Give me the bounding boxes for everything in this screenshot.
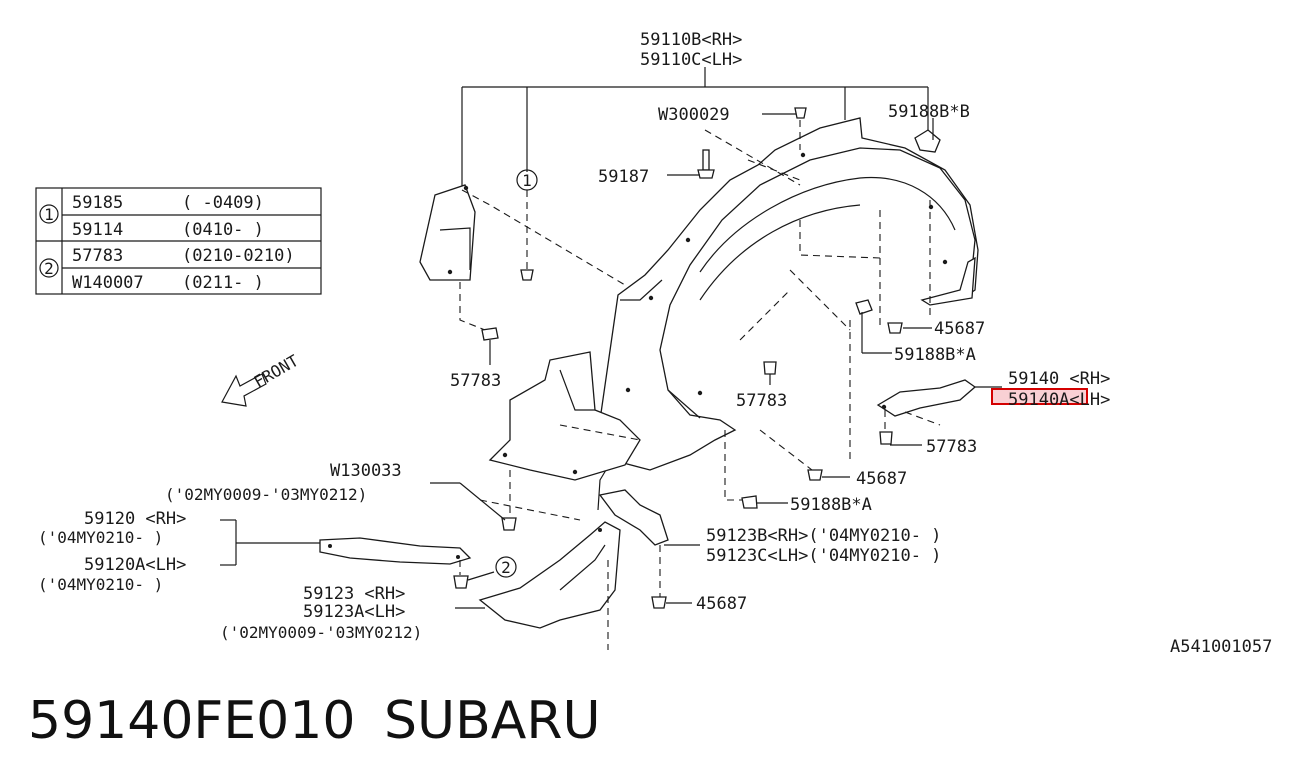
callout-59120[interactable]: 59120 <RH> (84, 509, 186, 529)
legend-marker-2: 2 (44, 259, 54, 278)
clip-w130033[interactable] (501, 517, 517, 531)
front-arrow-icon: FRONT (221, 351, 303, 407)
lower-cover-59123[interactable] (478, 521, 621, 629)
clip-w300029[interactable] (794, 107, 807, 119)
callout-59110b[interactable]: 59110B<RH> (640, 30, 742, 50)
clip-59188b-a2[interactable] (741, 495, 758, 509)
clip-57783-a[interactable] (481, 327, 499, 365)
callout-45687-b[interactable]: 45687 (856, 469, 907, 489)
clip-circle1[interactable] (520, 269, 534, 281)
legend-part-59114[interactable]: 59114 (72, 220, 123, 240)
liner-front-extension[interactable] (488, 351, 641, 481)
liner-rear-tab[interactable] (920, 256, 976, 306)
callout-59123-note: ('02MY0009-'03MY0212) (220, 623, 422, 642)
callout-59123a[interactable]: 59123A<LH> (303, 602, 405, 622)
callout-45687-c[interactable]: 45687 (696, 594, 747, 614)
clip-57783-b[interactable] (763, 361, 777, 385)
clip-57783-c[interactable] (879, 431, 893, 445)
highlight-box (991, 388, 1088, 405)
callout-w300029[interactable]: W300029 (658, 105, 730, 125)
callout-59120a[interactable]: 59120A<LH> (84, 555, 186, 575)
mud-flap-59140[interactable] (876, 379, 977, 417)
callout-59120a-note: ('04MY0210- ) (38, 575, 163, 594)
marker-circle-2: 2 (495, 556, 517, 578)
mud-guard-bracket[interactable] (419, 184, 476, 281)
clip-45687-c[interactable] (651, 596, 667, 609)
legend-range: ( -0409) (182, 193, 264, 213)
fender-liner-part[interactable] (597, 117, 979, 511)
footer-part-number: 59140FE010 (28, 691, 355, 751)
callout-59188b-b[interactable]: 59188B*B (888, 102, 970, 122)
clip-45687-a[interactable] (887, 322, 903, 334)
legend-marker-1: 1 (44, 205, 54, 224)
callout-57783-b[interactable]: 57783 (736, 391, 787, 411)
leader-59110 (461, 67, 929, 190)
svg-text:2: 2 (501, 558, 511, 577)
callout-59123[interactable]: 59123 <RH> (303, 584, 405, 604)
dashed-guides (459, 120, 941, 650)
svg-text:1: 1 (522, 171, 532, 190)
legend-part-w140007[interactable]: W140007 (72, 273, 144, 293)
callout-59123c[interactable]: 59123C<LH>('04MY0210- ) (706, 546, 941, 566)
marker-circle-1: 1 (516, 169, 538, 191)
callout-59110c[interactable]: 59110C<LH> (640, 50, 742, 70)
diagram-reference: A541001057 (1170, 637, 1272, 657)
callout-45687-a[interactable]: 45687 (934, 319, 985, 339)
legend-range: (0210-0210) (182, 246, 295, 266)
leader-lines (220, 113, 1002, 609)
callout-w130033-note: ('02MY0009-'03MY0212) (165, 485, 367, 504)
svg-text:FRONT: FRONT (251, 351, 303, 392)
callout-59188b-a2[interactable]: 59188B*A (790, 495, 872, 515)
callout-57783-c[interactable]: 57783 (926, 437, 977, 457)
legend-table: 1 2 59185 ( -0409) 59114 (0410- ) 57783 … (35, 187, 322, 295)
clip-59188b-a1[interactable] (855, 299, 873, 315)
bracket-59188b-b[interactable] (914, 129, 941, 153)
legend-range: (0211- ) (182, 273, 264, 293)
callout-59123b[interactable]: 59123B<RH>('04MY0210- ) (706, 526, 941, 546)
callout-59187[interactable]: 59187 (598, 167, 649, 187)
footer-brand: SUBARU (384, 691, 601, 751)
legend-range: (0410- ) (182, 220, 264, 240)
bracket-59123b[interactable] (598, 489, 669, 546)
callout-59140a[interactable]: 59140A<LH> (1008, 390, 1110, 410)
clip-circle2[interactable] (453, 575, 469, 589)
callout-59188b-a1[interactable]: 59188B*A (894, 345, 976, 365)
callout-59140[interactable]: 59140 <RH> (1008, 369, 1110, 389)
callout-59120-note: ('04MY0210- ) (38, 528, 163, 547)
legend-part-57783[interactable]: 57783 (72, 246, 123, 266)
bolt-59187[interactable] (697, 149, 715, 179)
callout-w130033[interactable]: W130033 (330, 461, 402, 481)
front-strip-59120[interactable] (319, 537, 472, 565)
callout-57783-a[interactable]: 57783 (450, 371, 501, 391)
legend-part-59185[interactable]: 59185 (72, 193, 123, 213)
clip-45687-b[interactable] (807, 469, 823, 481)
